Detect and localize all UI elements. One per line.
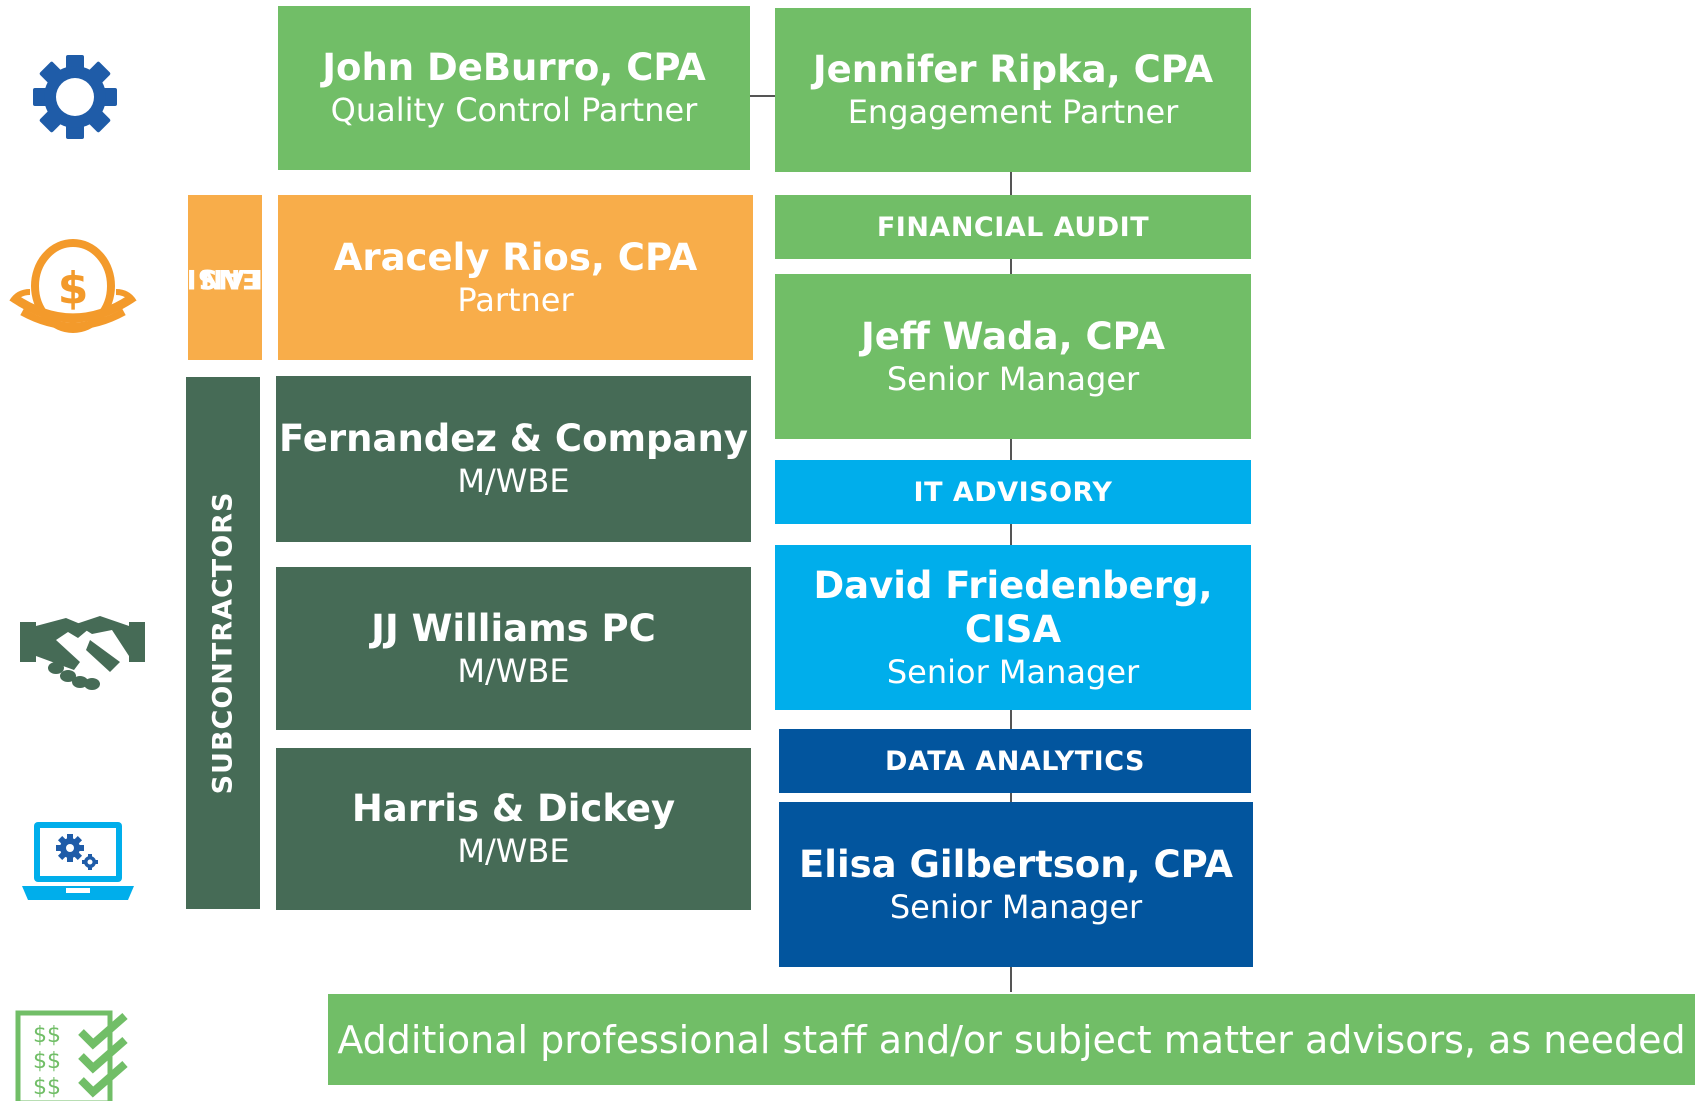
- engagement-partner-box: Jennifer Ripka, CPA Engagement Partner: [775, 8, 1251, 172]
- person-name: Jennifer Ripka, CPA: [812, 48, 1214, 91]
- firm-name: Harris & Dickey: [351, 787, 676, 830]
- person-name: Jeff Wada, CPA: [860, 314, 1166, 358]
- firm-designation: M/WBE: [457, 462, 570, 500]
- person-role: Senior Manager: [886, 359, 1140, 398]
- it-advisory-band: IT ADVISORY: [775, 460, 1251, 524]
- person-name: Elisa Gilbertson, CPA: [799, 842, 1233, 886]
- person-name: Aracely Rios, CPA: [333, 235, 698, 279]
- person-role: Senior Manager: [889, 887, 1143, 926]
- additional-staff-text: Additional professional staff and/or sub…: [337, 1017, 1686, 1062]
- financial-audit-manager-box: Jeff Wada, CPA Senior Manager: [775, 274, 1251, 439]
- firm-name: JJ Williams PC: [371, 606, 656, 650]
- svg-text:$: $: [58, 263, 89, 314]
- person-role: Engagement Partner: [847, 93, 1179, 131]
- quality-control-partner-box: John DeBurro, CPA Quality Control Partne…: [278, 6, 750, 170]
- person-name-line2: CISA: [964, 607, 1062, 651]
- gear-icon: [30, 52, 120, 142]
- person-name: John DeBurro, CPA: [322, 46, 706, 89]
- dollar-checklist-icon: $$ $$ $$: [15, 1010, 133, 1105]
- subcontractors-label-text: SUBCONTRACTORS: [207, 491, 238, 795]
- laptop-gears-icon: [22, 818, 134, 903]
- svg-text:$$: $$: [33, 1049, 61, 1074]
- person-role: Partner: [457, 280, 574, 319]
- subcontractor-box: Fernandez & Company M/WBE: [276, 376, 751, 542]
- firm-designation: M/WBE: [457, 651, 570, 690]
- subcontractors-label: SUBCONTRACTORS: [186, 377, 260, 909]
- person-role: Quality Control Partner: [330, 91, 698, 129]
- pension-partner-box: Aracely Rios, CPA Partner: [278, 195, 753, 360]
- connector-qc-to-engagement: [750, 95, 775, 97]
- firm-designation: M/WBE: [457, 832, 570, 870]
- data-analytics-manager-box: Elisa Gilbertson, CPA Senior Manager: [779, 802, 1253, 967]
- section-label: IT ADVISORY: [913, 476, 1113, 508]
- person-name-line1: David Friedenberg,: [813, 563, 1213, 607]
- subcontractor-box: JJ Williams PC M/WBE: [276, 567, 751, 730]
- firm-name: Fernandez & Company: [279, 417, 748, 460]
- money-nest-egg-icon: $: [8, 228, 138, 333]
- it-advisory-manager-box: David Friedenberg, CISA Senior Manager: [775, 545, 1251, 710]
- person-role: Senior Manager: [886, 652, 1140, 691]
- svg-text:$$: $$: [33, 1075, 61, 1100]
- handshake-icon: [20, 610, 145, 690]
- additional-staff-banner: Additional professional staff and/or sub…: [328, 994, 1695, 1085]
- data-analytics-band: DATA ANALYTICS: [779, 729, 1251, 793]
- section-label: FINANCIAL AUDIT: [876, 211, 1150, 243]
- subcontractor-box: Harris & Dickey M/WBE: [276, 748, 751, 910]
- pension-plan-label: PENSION PLAN: [138, 195, 283, 360]
- svg-text:$$: $$: [33, 1023, 61, 1048]
- section-label: DATA ANALYTICS: [885, 745, 1145, 777]
- financial-audit-band: FINANCIAL AUDIT: [775, 195, 1251, 259]
